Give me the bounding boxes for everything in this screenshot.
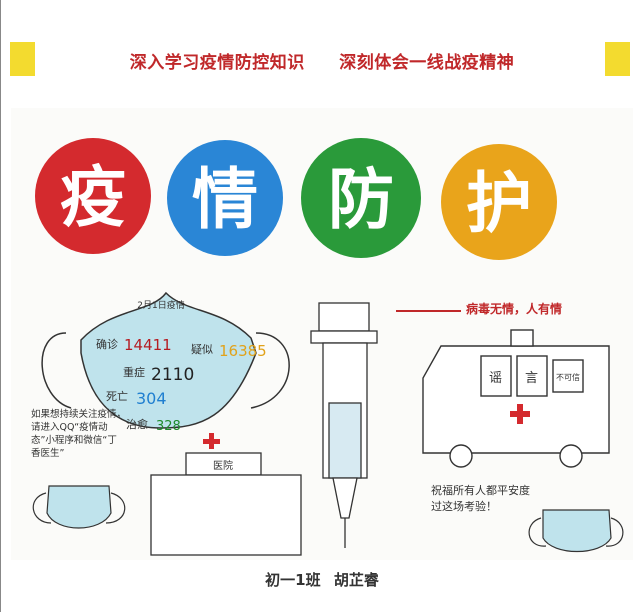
title-circle-2: 情	[167, 140, 283, 256]
title-char: 防	[328, 161, 394, 238]
stat-value: 16385	[219, 342, 267, 360]
hospital-drawing	[150, 452, 302, 556]
title-circle-1: 疫	[35, 138, 151, 254]
mask-drawing	[41, 291, 290, 429]
stat-value: 2110	[151, 365, 194, 385]
red-cross-icon	[510, 404, 530, 424]
stat-label: 确诊	[96, 337, 118, 351]
left-note: 如果想持续关注疫情，请进入QQ“疫情动态”小程序和微信“丁香医生”	[31, 409, 126, 459]
stat-value: 14411	[124, 336, 172, 354]
ambulance-drawing	[422, 329, 610, 468]
red-cross-icon	[203, 433, 220, 449]
author-name: 胡芷睿	[333, 571, 379, 589]
caption: 初一1班 胡芷睿	[1, 569, 642, 590]
stat-label: 死亡	[106, 389, 128, 403]
stat-value: 304	[136, 389, 167, 408]
poster-image: 疫 情 防 护 2月1日疫情 确诊 14411 疑似 16385 重症 2110…	[11, 108, 633, 560]
slogan-header: 深入学习疫情防控知识 深刻体会一线战疫精神	[1, 48, 642, 73]
hospital-sign: 医院	[213, 459, 233, 472]
class-name: 初一1班	[265, 571, 321, 589]
stat-label: 治愈	[126, 417, 148, 431]
wish-text: 祝福所有人都平安度过这场考验！	[431, 484, 530, 513]
small-mask-left	[32, 485, 126, 529]
title-char: 情	[192, 161, 258, 238]
slogan-right: 深刻体会一线战疫精神	[339, 53, 515, 73]
small-mask-right	[528, 509, 624, 553]
yellow-decor-right	[605, 42, 630, 76]
poster-slogan: 病毒无情，人有情	[466, 301, 562, 316]
mask-heading: 2月1日疫情	[137, 299, 184, 311]
title-circle-3: 防	[301, 138, 421, 258]
title-circle-4: 护	[441, 144, 557, 260]
slogan-left: 深入学习疫情防控知识	[129, 53, 305, 73]
title-char: 疫	[60, 159, 126, 236]
title-char: 护	[466, 165, 532, 242]
syringe-drawing	[310, 302, 378, 548]
stat-label: 疑似	[191, 343, 213, 356]
stat-label: 重症	[123, 365, 145, 379]
ambulance-word: 言	[525, 371, 538, 386]
ambulance-word: 谣	[489, 371, 502, 386]
ambulance-word: 不可信	[556, 372, 580, 382]
yellow-decor-left	[10, 42, 35, 76]
stat-value: 328	[156, 419, 181, 434]
